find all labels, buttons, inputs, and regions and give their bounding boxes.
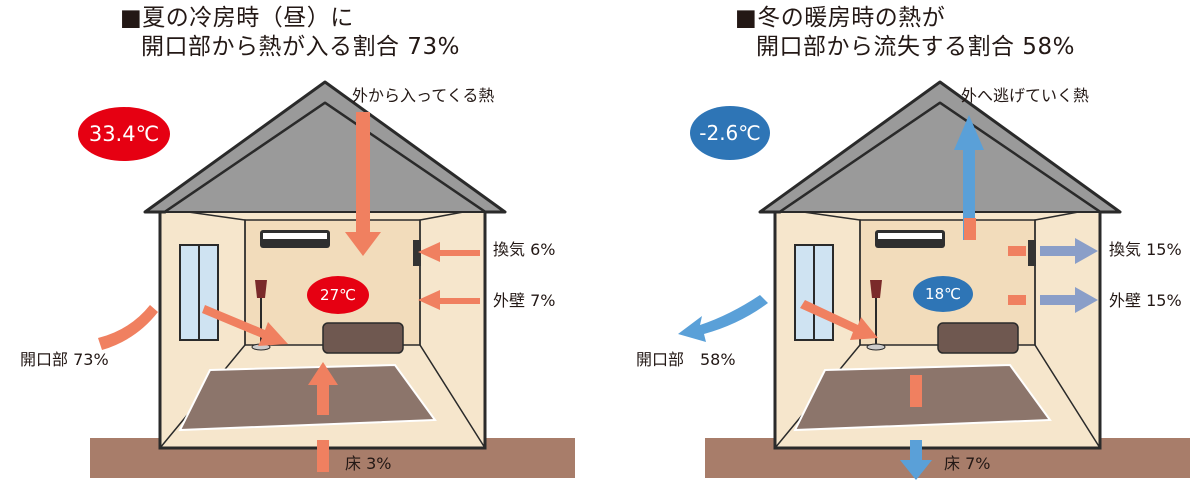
summer-title-line1: ■夏の冷房時（昼）に [120, 5, 354, 31]
floor-heat-in-arrow [317, 440, 329, 472]
winter-title-line1: ■冬の暖房時の熱が [735, 5, 946, 31]
ventilation-heat-in-arrow [418, 242, 480, 262]
summer-floor-label: 床 3% [345, 454, 392, 473]
summer-arrows [98, 112, 480, 472]
summer-outside-temp-badge: 33.4℃ [78, 107, 170, 161]
ventilation-heat-out-arrow [1040, 238, 1098, 264]
winter-title-line2: 開口部から流失する割合 58% [756, 34, 1075, 60]
wall-heat-in-arrow [418, 290, 480, 310]
roof-heat-out-arrow [954, 115, 984, 240]
winter-outside-temp-badge: -2.6℃ [690, 106, 770, 160]
opening-heat-in-arrow [202, 305, 288, 346]
wall-heat-out-arrow [1040, 287, 1098, 313]
summer-opening-label: 開口部 73% [20, 350, 109, 369]
opening-heat-out-arrow [678, 295, 768, 342]
floor-heat-up-arrow [308, 362, 338, 415]
summer-title-line2: 開口部から熱が入る割合 73% [141, 34, 460, 60]
winter-ventilation-label: 換気 15% [1109, 240, 1182, 259]
floor-heat-out-arrow [900, 440, 932, 480]
winter-opening-label: 開口部 58% [636, 350, 736, 369]
summer-ventilation-label: 換気 6% [493, 240, 556, 259]
summer-heat-flow-label: 外から入ってくる熱 [352, 86, 495, 105]
summer-wall-label: 外壁 7% [493, 291, 556, 310]
summer-inside-temp-badge: 27℃ [307, 276, 369, 314]
winter-wall-label: 外壁 15% [1109, 291, 1182, 310]
winter-arrows [678, 115, 1098, 480]
roof-heat-in-arrow [345, 112, 381, 256]
winter-floor-label: 床 7% [944, 454, 991, 473]
winter-heat-flow-label: 外へ逃げていく熱 [961, 86, 1090, 105]
winter-inside-temp-badge: 18℃ [913, 276, 973, 312]
opening-outside-arrow [98, 305, 158, 350]
